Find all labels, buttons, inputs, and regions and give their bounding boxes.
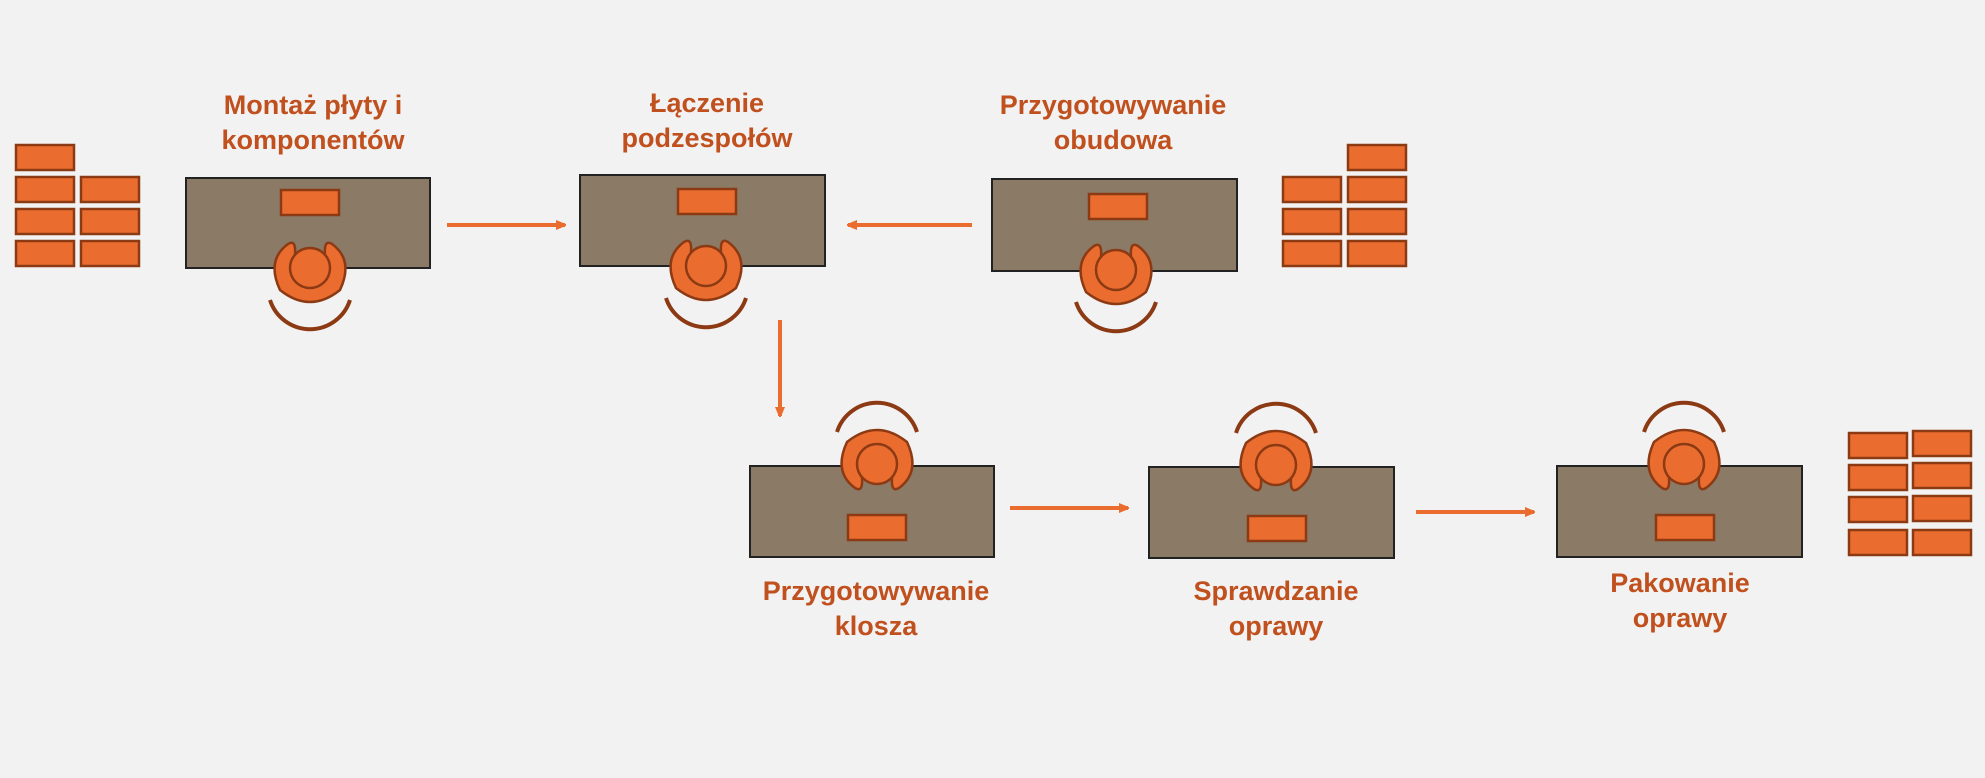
- workstation-3: [991, 178, 1238, 334]
- brick-stack-bottom-right: [1847, 429, 1973, 557]
- brick-stack-top-right: [1281, 143, 1408, 268]
- station-label-sprawdzanie: Sprawdzanie oprawy: [1193, 576, 1359, 641]
- brick-stack-left: [14, 143, 141, 268]
- station-label-pakowanie: Pakowanie oprawy: [1610, 568, 1750, 633]
- station-label-laczenie: Łączenie podzespołów: [621, 88, 793, 153]
- workstation-6: [1556, 400, 1803, 558]
- station-label-obudowa: Przygotowywanie obudowa: [999, 90, 1227, 155]
- station-label-klosza: Przygotowywanie klosza: [762, 576, 990, 641]
- station-label-montaz: Montaż płyty i komponentów: [221, 90, 405, 155]
- workstation-4: [749, 400, 995, 558]
- workstation-1: [185, 177, 431, 332]
- workstation-5: [1148, 401, 1395, 559]
- workstation-2: [579, 174, 826, 330]
